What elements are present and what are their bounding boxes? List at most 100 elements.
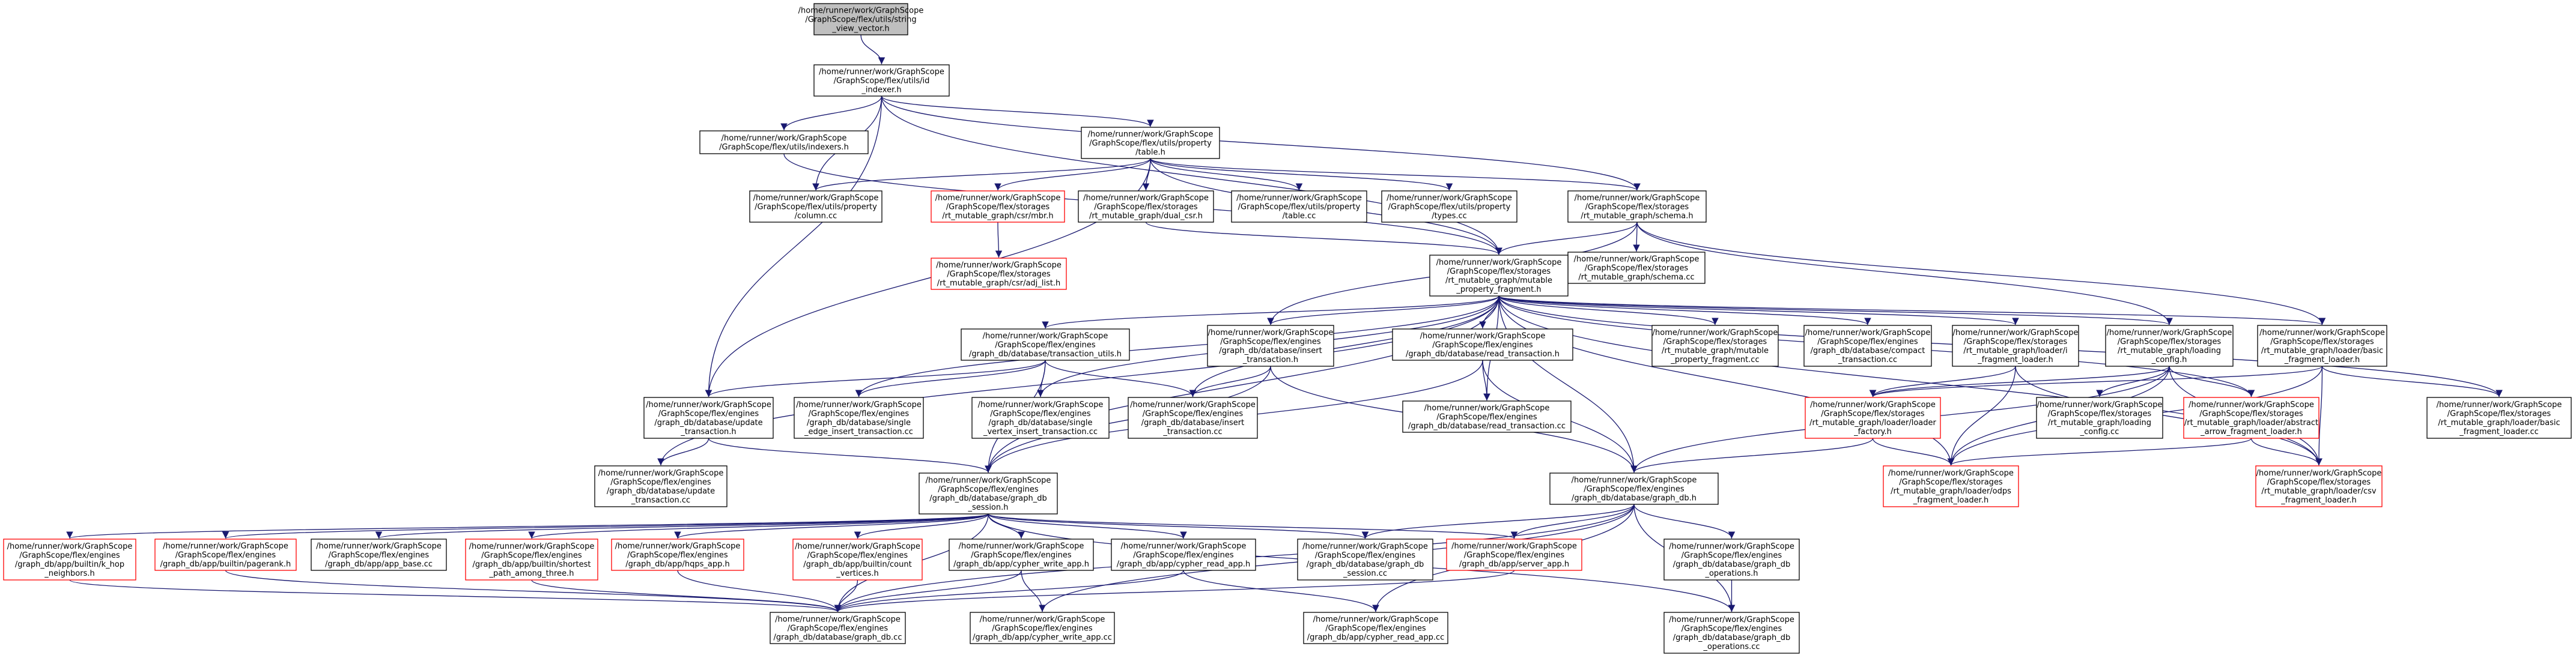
file-node[interactable]: /home/runner/work/GraphScope/GraphScope/… [961, 328, 1130, 361]
dependency-edge [2096, 366, 2170, 397]
file-node[interactable]: /home/runner/work/GraphScope/GraphScope/… [1402, 400, 1572, 433]
file-node[interactable]: /home/runner/work/GraphScope/GraphScope/… [1567, 190, 1707, 223]
file-node[interactable]: /home/runner/work/GraphScope/GraphScope/… [2257, 325, 2387, 367]
file-node-label: /home/runner/work/GraphScope [1088, 130, 1214, 139]
dependency-edge [1150, 158, 1453, 191]
file-node-box [1651, 325, 1779, 367]
file-node[interactable]: /home/runner/work/GraphScope/GraphScope/… [2105, 325, 2234, 367]
file-node-label: /home/runner/work/GraphScope [959, 542, 1084, 551]
file-node-label: /GraphScope/flex/engines [971, 551, 1072, 560]
file-node-label: /GraphScope/flex/storages [1663, 337, 1767, 346]
dependency-edge [1947, 366, 2016, 466]
file-node[interactable]: /home/runner/work/GraphScope/GraphScope/… [465, 539, 598, 581]
file-node[interactable]: /home/runner/work/GraphScope/GraphScope/… [970, 612, 1115, 644]
dependency-edge [2169, 366, 2255, 397]
file-node[interactable]: /home/runner/work/GraphScope/GraphScope/… [1883, 465, 2019, 507]
file-node-label: /GraphScope/flex/engines [990, 409, 1091, 418]
dependency-edge [1633, 222, 1640, 252]
file-node[interactable]: /home/runner/work/GraphScope/GraphScope/… [1207, 325, 1334, 367]
file-node[interactable]: /home/runner/work/GraphScope/GraphScope/… [1446, 539, 1582, 571]
file-node[interactable]: /home/runner/work/GraphScope/GraphScope/… [2255, 465, 2383, 507]
file-node[interactable]: /home/runner/work/GraphScope/GraphScope/… [1567, 252, 1706, 284]
file-node[interactable]: /home/runner/work/GraphScope/GraphScope/… [931, 258, 1067, 290]
file-node-label: /home/runner/work/GraphScope [1888, 469, 2014, 478]
file-node[interactable]: /home/runner/work/GraphScope/GraphScope/… [1231, 190, 1367, 223]
file-node-label: /home/runner/work/GraphScope [1574, 255, 1700, 264]
file-node-box [311, 539, 447, 571]
file-node[interactable]: /home/runner/work/GraphScope/GraphScope/… [1297, 539, 1433, 581]
file-node[interactable]: /home/runner/work/GraphScope/GraphScope/… [1663, 612, 1800, 654]
file-node[interactable]: /home/runner/work/GraphScope/GraphScope/… [2036, 397, 2163, 439]
dependency-edge [2321, 366, 2503, 397]
file-node-label: /home/runner/work/GraphScope [316, 542, 442, 551]
file-node[interactable]: /home/runner/work/GraphScope/GraphScope/… [1081, 127, 1220, 159]
file-node[interactable]: /home/runner/work/GraphScope/GraphScope/… [699, 130, 869, 154]
file-node-label: _config.h [2151, 355, 2187, 364]
dependency-edge [860, 34, 886, 65]
file-node-label: /home/runner/work/GraphScope [926, 476, 1051, 485]
file-node-label: /rt_mutable_graph/loader/basic [2438, 418, 2560, 427]
file-node[interactable]: /home/runner/work/GraphScope/GraphScope/… [1429, 255, 1569, 297]
file-node[interactable]: /home/runner/work/GraphScope/GraphScope/… [919, 472, 1058, 515]
file-node[interactable]: /home/runner/work/GraphScope/GraphScope/… [643, 397, 774, 439]
file-node[interactable]: /home/runner/work/GraphScope/GraphScope/… [1111, 539, 1256, 571]
file-node[interactable]: /home/runner/work/GraphScope/GraphScope/… [1803, 325, 1932, 367]
file-node[interactable]: /home/runner/work/GraphScope/GraphScope/… [594, 465, 728, 507]
file-node-label: /home/runner/work/GraphScope [2256, 469, 2382, 478]
file-node-box [1549, 472, 1719, 505]
file-node[interactable]: /home/runner/work/GraphScope/GraphScope/… [792, 539, 923, 581]
file-node[interactable]: /home/runner/work/GraphScope/GraphScope/… [1381, 190, 1517, 223]
file-node-label: /rt_mutable_graph/schema.cc [1578, 273, 1694, 282]
file-node-label: /GraphScope/flex/engines [1584, 485, 1684, 494]
file-node[interactable]: /home/runner/work/GraphScope/GraphScope/… [1303, 612, 1448, 644]
file-node[interactable]: /home/runner/work/GraphScope/GraphScope/… [794, 397, 924, 439]
file-node[interactable]: /home/runner/work/GraphScope/GraphScope/… [1663, 539, 1800, 581]
file-node[interactable]: /home/runner/work/GraphScope/GraphScope/… [2183, 397, 2319, 439]
file-node-box [794, 397, 924, 439]
file-node[interactable]: /home/runner/work/GraphScope/GraphScope/… [611, 539, 744, 571]
file-node[interactable]: /home/runner/work/GraphScope/GraphScope/… [971, 397, 1110, 439]
file-node[interactable]: /home/runner/work/GraphScope/GraphScope/… [154, 539, 297, 571]
file-node[interactable]: /home/runner/work/GraphScope/GraphScope/… [1392, 328, 1573, 361]
file-node-label: /home/runner/work/GraphScope [2037, 400, 2163, 409]
file-node[interactable]: /home/runner/work/GraphScope/GraphScope/… [1078, 190, 1214, 223]
file-node[interactable]: /home/runner/work/GraphScope/GraphScope/… [1549, 472, 1719, 505]
file-node-label: /home/runner/work/GraphScope [753, 194, 879, 203]
dependency-edge [1498, 295, 2173, 325]
file-node-label: /GraphScope/flex/utils/indexers.h [719, 143, 849, 152]
file-node[interactable]: /home/runner/work/GraphScope/GraphScope/… [1651, 325, 1779, 367]
file-node-label: _operations.h [1704, 569, 1758, 578]
dependency-edge [1150, 158, 1641, 191]
file-node-label: /graph_db/app/cypher_read_app.cc [1307, 633, 1445, 642]
file-node[interactable]: /home/runner/work/GraphScope/GraphScope/… [1952, 325, 2079, 367]
file-node[interactable]: /home/runner/work/GraphScope/GraphScope/… [1805, 397, 1941, 439]
file-node-label: /GraphScope/flex/engines [627, 551, 728, 560]
file-node-label: /graph_db/database/insert [1141, 418, 1245, 427]
file-node-box [2183, 397, 2319, 439]
file-node-label: /GraphScope/flex/engines [329, 551, 430, 560]
file-node-label: /GraphScope/flex/engines [1681, 551, 1782, 560]
file-node-box [154, 539, 297, 571]
file-node-label: /GraphScope/flex/storages [1964, 337, 2068, 346]
file-node[interactable]: /home/runner/work/GraphScope/GraphScope/… [949, 539, 1094, 571]
file-node-label: /GraphScope/flex/utils/string [805, 16, 916, 25]
dependency-edge [995, 222, 1003, 258]
file-node-label: _transaction.h [680, 427, 736, 436]
file-node[interactable]: /home/runner/work/GraphScope/GraphScope/… [311, 539, 447, 571]
file-node-label: /home/runner/work/GraphScope [7, 542, 133, 551]
file-node-label: _fragment_loader.h [1977, 355, 2053, 364]
file-node[interactable]: /home/runner/work/GraphScope/GraphScope/… [931, 190, 1065, 223]
file-node-label: /home/runner/work/GraphScope [1313, 615, 1439, 624]
file-node[interactable]: /home/runner/work/GraphScope/GraphScope/… [749, 190, 882, 223]
dependency-edge [1498, 295, 1638, 473]
file-node[interactable]: /home/runner/work/GraphScope/GraphScope/… [798, 3, 924, 35]
file-node[interactable]: /home/runner/work/GraphScope/GraphScope/… [3, 539, 136, 581]
file-node[interactable]: /home/runner/work/GraphScope/GraphScope/… [813, 64, 950, 97]
dependency-edge [881, 95, 1502, 255]
file-node[interactable]: /home/runner/work/GraphScope/GraphScope/… [1128, 397, 1258, 439]
file-node[interactable]: /home/runner/work/GraphScope/GraphScope/… [770, 612, 906, 644]
nodes-layer: /home/runner/work/GraphScope/GraphScope/… [3, 3, 2572, 654]
file-node-label: /home/runner/work/GraphScope [1208, 328, 1334, 337]
file-node[interactable]: /home/runner/work/GraphScope/GraphScope/… [2426, 397, 2572, 439]
file-node-box [465, 539, 598, 581]
